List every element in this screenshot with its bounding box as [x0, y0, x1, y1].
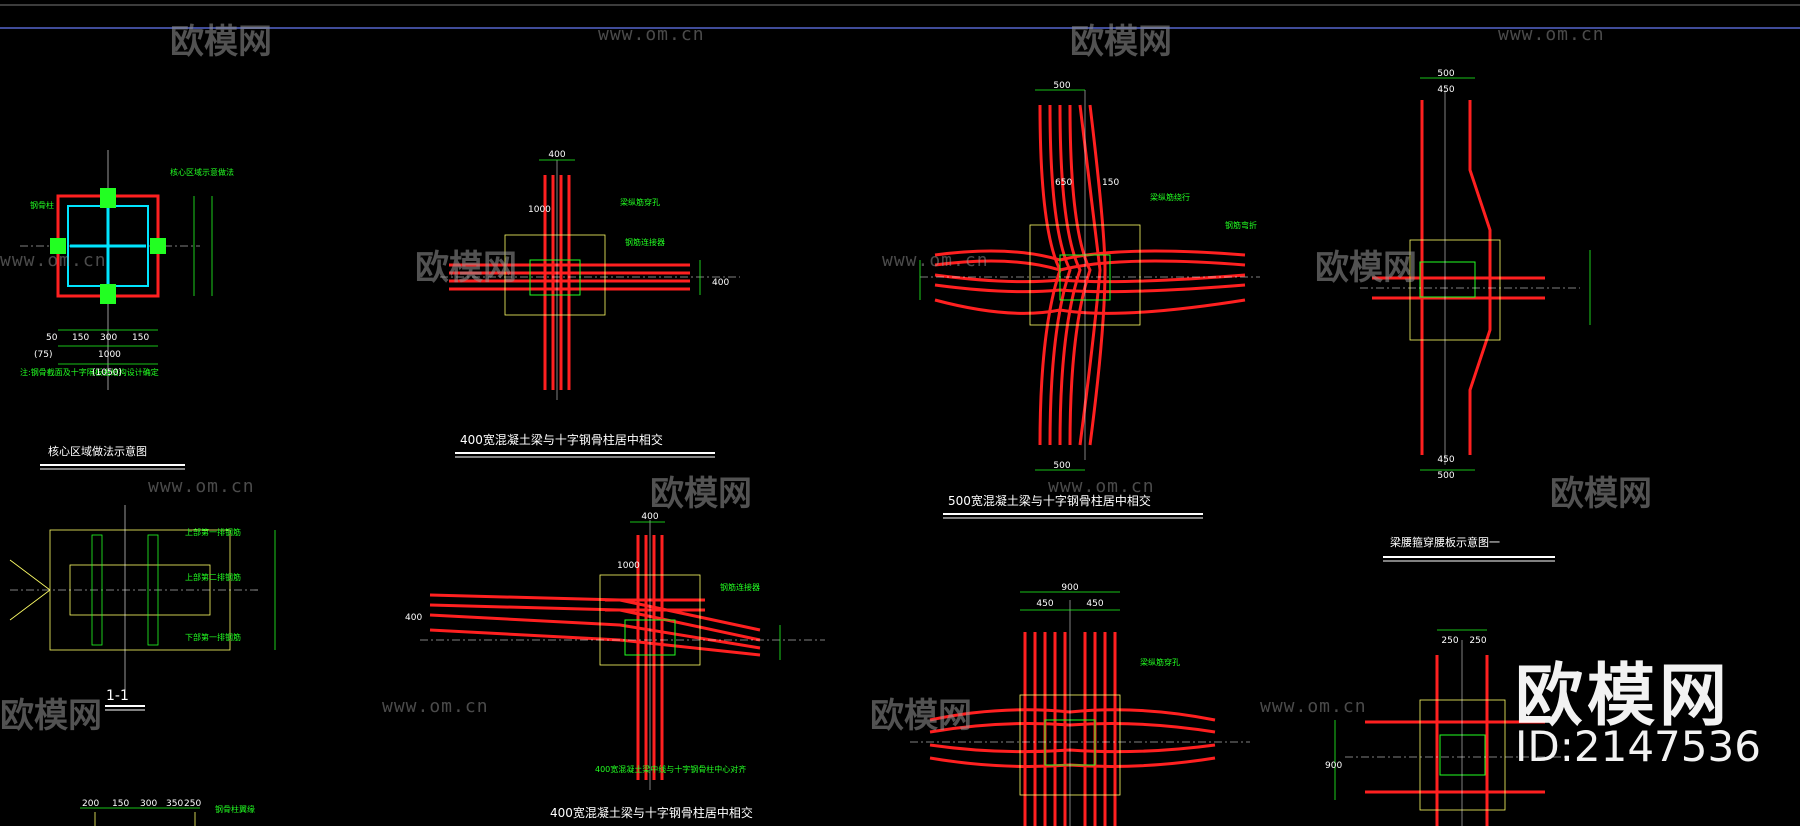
dim-b900-900: 900 — [1061, 583, 1078, 593]
dim-bottomright-900: 900 — [1325, 761, 1342, 771]
detail-bottom-left: 钢骨柱翼缘 — [80, 804, 255, 826]
detail-haunch — [1360, 77, 1591, 562]
dim-b400b-1000: 1000 — [617, 561, 640, 571]
dim-b900-450a: 450 — [1036, 599, 1053, 609]
title-section-1-1: 1-1 — [106, 688, 129, 704]
svg-text:注:钢骨截面及十字隔板由结构设计确定: 注:钢骨截面及十字隔板由结构设计确定 — [20, 367, 159, 377]
dim-haunch-450b: 450 — [1437, 455, 1454, 465]
dim-bottomright-250a: 250 — [1441, 636, 1458, 646]
dim-bl-250: 250 — [184, 799, 201, 809]
dim-bl-300: 300 — [140, 799, 157, 809]
detail-core-zone: 钢骨柱 核心区域示意做法 注:钢骨截面及十字隔板由结构设计确定 — [20, 150, 234, 470]
svg-text:400宽混凝土梁中线与十字钢骨柱中心对齐: 400宽混凝土梁中线与十字钢骨柱中心对齐 — [595, 764, 746, 774]
dim-b500-top: 500 — [1053, 81, 1070, 91]
svg-text:梁纵筋穿孔: 梁纵筋穿孔 — [1140, 657, 1180, 667]
dim-core-50: 50 — [46, 333, 58, 343]
svg-text:梁纵筋绕行: 梁纵筋绕行 — [1150, 192, 1190, 202]
detail-section-1-1: 上部第一排钢筋 上部第二排钢筋 下部第一排钢筋 — [9, 505, 276, 711]
dim-b500-150: 150 — [1102, 178, 1119, 188]
dim-b400b-left: 400 — [405, 613, 422, 623]
dim-b500-650: 650 — [1055, 178, 1072, 188]
dim-b400a-1000: 1000 — [528, 205, 551, 215]
dim-haunch-500: 500 — [1437, 69, 1454, 79]
title-core-zone: 核心区域做法示意图 — [48, 445, 147, 458]
svg-text:钢筋连接器: 钢筋连接器 — [625, 237, 665, 247]
detail-beam500-cross: 梁纵筋绕行 钢筋弯折 — [919, 89, 1260, 519]
dim-bl-350: 350 — [166, 799, 183, 809]
dim-haunch-500b: 500 — [1437, 471, 1454, 481]
dim-b400a-right: 400 — [712, 278, 729, 288]
dim-core-75: (75) — [34, 350, 52, 360]
title-haunch: 梁腰箍穿腰板示意图一 — [1390, 536, 1500, 549]
dim-b500-bottom: 500 — [1053, 461, 1070, 471]
detail-haunch-cross-b — [1334, 629, 1565, 826]
dim-bl-200: 200 — [82, 799, 99, 809]
dim-core-1050: (1050) — [92, 368, 122, 378]
detail-beam900-cross: 梁纵筋穿孔 — [910, 591, 1250, 826]
svg-text:下部第一排钢筋: 下部第一排钢筋 — [185, 632, 241, 642]
title-beam500: 500宽混凝土梁与十字钢骨柱居中相交 — [948, 494, 1151, 508]
dim-bottomright-250b: 250 — [1469, 636, 1486, 646]
detail-beam400-cross-b: 钢筋连接器 400宽混凝土梁中线与十字钢骨柱中心对齐 — [420, 520, 825, 790]
title-beam400-a: 400宽混凝土梁与十字钢骨柱居中相交 — [460, 433, 663, 447]
svg-text:核心区域示意做法: 核心区域示意做法 — [170, 167, 234, 177]
svg-text:钢骨柱翼缘: 钢骨柱翼缘 — [215, 804, 255, 814]
svg-text:钢筋连接器: 钢筋连接器 — [720, 582, 760, 592]
svg-text:钢筋弯折: 钢筋弯折 — [1225, 220, 1257, 230]
dim-core-150a: 150 — [72, 333, 89, 343]
dim-core-1000: 1000 — [98, 350, 121, 360]
watermark-id: ID:2147536 — [1515, 722, 1761, 771]
watermark-brand-large: 欧模网 — [1515, 657, 1732, 736]
title-beam400-b: 400宽混凝土梁与十字钢骨柱居中相交 — [550, 806, 753, 820]
dim-b400b-top: 400 — [641, 512, 658, 522]
svg-text:梁纵筋穿孔: 梁纵筋穿孔 — [620, 197, 660, 207]
dim-haunch-450: 450 — [1437, 85, 1454, 95]
dim-core-300: 300 — [100, 333, 117, 343]
dim-core-150b: 150 — [132, 333, 149, 343]
dim-b400a-top: 400 — [548, 150, 565, 160]
svg-text:上部第二排钢筋: 上部第二排钢筋 — [185, 572, 241, 582]
dim-b900-450b: 450 — [1086, 599, 1103, 609]
svg-text:上部第一排钢筋: 上部第一排钢筋 — [185, 527, 241, 537]
detail-beam400-cross-a: 梁纵筋穿孔 钢筋连接器 — [440, 159, 740, 458]
dim-bl-150: 150 — [112, 799, 129, 809]
svg-text:钢骨柱: 钢骨柱 — [30, 200, 54, 210]
